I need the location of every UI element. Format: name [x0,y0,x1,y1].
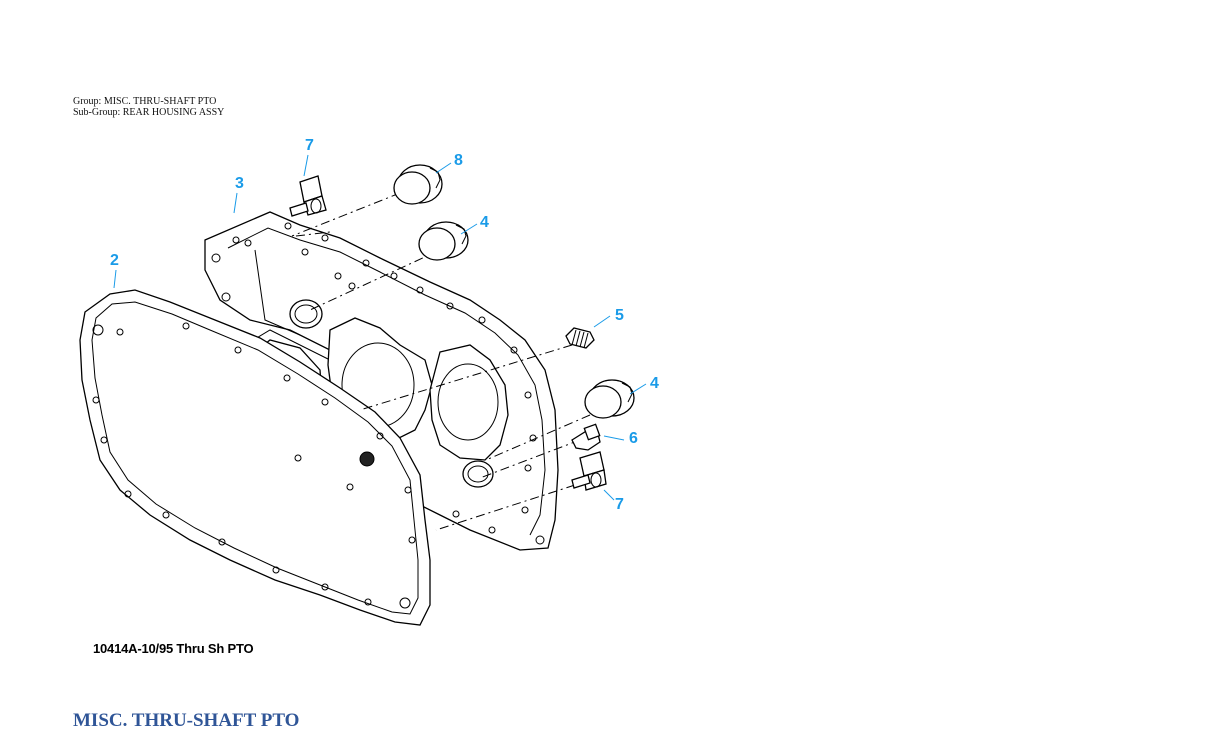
cup-plug-4-mid [584,379,635,419]
callout-7-top: 7 [305,137,314,154]
callout-3: 3 [235,175,244,192]
callout-6: 6 [629,430,638,447]
plug-on-housing [359,451,375,467]
bracket-bolt-7-bottom [571,451,607,491]
callout-7-bottom: 7 [615,496,624,513]
assembly-lines [291,192,591,531]
callout-numbers: 7 8 3 4 2 5 4 6 7 [110,137,659,513]
callout-4-mid: 4 [650,375,659,392]
gasket [79,289,431,626]
diagram-caption: 10414A-10/95 Thru Sh PTO [93,641,254,656]
threaded-plug-5 [565,327,595,349]
subgroup-label: Sub-Group: REAR HOUSING ASSY [73,107,225,118]
callout-5: 5 [615,307,624,324]
callout-8: 8 [454,152,463,169]
bracket-bolt-7-top [289,175,327,217]
diagram-header: Group: MISC. THRU-SHAFT PTO Sub-Group: R… [73,96,224,118]
fitting-6 [571,423,601,451]
cup-plug-8 [393,164,443,205]
callout-4-top: 4 [480,214,489,231]
callout-2: 2 [110,252,119,269]
group-label: Group: MISC. THRU-SHAFT PTO [73,96,217,107]
section-title: MISC. THRU-SHAFT PTO [73,710,300,731]
callout-leaders [113,154,647,501]
cup-plug-4-top [418,221,469,261]
